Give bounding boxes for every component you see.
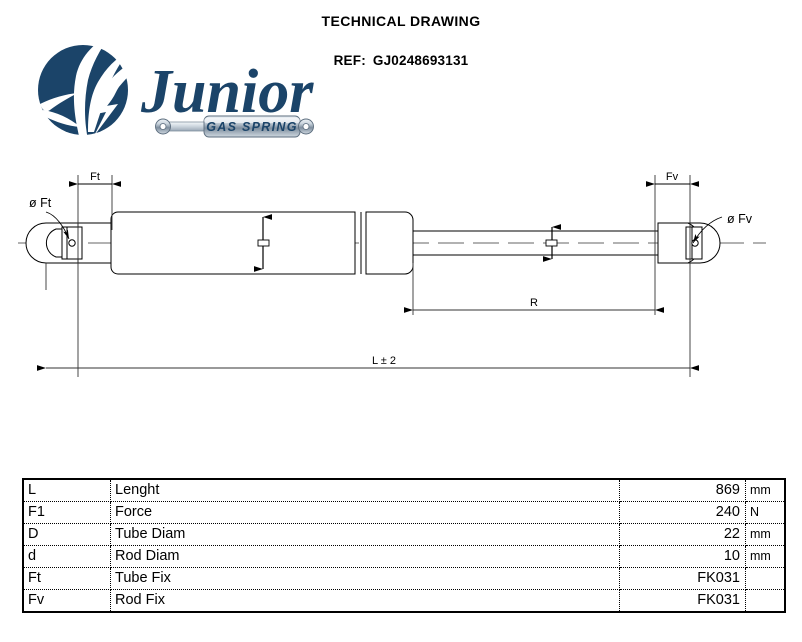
row-unit: mm	[745, 545, 785, 568]
reference-line: REF: GJ0248693131	[0, 53, 802, 68]
stroke-dimension-label: R	[530, 297, 538, 309]
row-symbol: D	[23, 523, 111, 546]
row-value: FK031	[619, 567, 746, 590]
pressure-tube	[110, 211, 414, 275]
row-unit: mm	[745, 523, 785, 546]
junior-gas-spring-logo: Junior GAS SPRING	[38, 35, 314, 140]
tube-fix-diameter-label: ø Ft	[29, 196, 52, 210]
rod-end-fitting	[657, 222, 721, 264]
row-description: Tube Diam	[110, 523, 620, 546]
rod-fix-dimension-label: Fv	[666, 171, 679, 183]
gas-spring-drawing: Ft Fv ø Ft ø Fv R L ± 2	[18, 171, 766, 377]
row-value: FK031	[619, 589, 746, 612]
tube-diameter-dimension	[254, 214, 272, 272]
row-symbol: L	[23, 479, 111, 502]
row-description: Force	[110, 501, 620, 524]
row-description: Lenght	[110, 479, 620, 502]
winged-circle-emblem-icon	[38, 35, 140, 140]
row-description: Rod Fix	[110, 589, 620, 612]
row-unit: N	[745, 501, 785, 524]
tube-fix-dimension-label: Ft	[90, 171, 100, 183]
reference-value: GJ0248693131	[372, 53, 469, 68]
row-unit	[746, 590, 786, 613]
page-title: TECHNICAL DRAWING	[321, 13, 481, 29]
rod-diameter-dimension	[543, 224, 561, 262]
length-dimension-label: L ± 2	[372, 355, 396, 367]
row-description: Rod Diam	[110, 545, 620, 568]
gas-spring-graphic-icon: GAS SPRING	[155, 115, 314, 138]
row-symbol: Fv	[23, 589, 111, 612]
row-symbol: F1	[23, 501, 111, 524]
row-value: 240	[619, 501, 746, 524]
row-value: 869	[619, 479, 746, 502]
row-symbol: d	[23, 545, 111, 568]
reference-label: REF:	[333, 53, 366, 68]
logo-brand-text: Junior	[140, 58, 314, 126]
extension-lines	[45, 175, 691, 377]
row-unit: mm	[745, 479, 785, 502]
row-unit	[745, 567, 785, 590]
rod-fix-diameter-label: ø Fv	[727, 212, 753, 226]
row-symbol: Ft	[23, 567, 111, 590]
diameter-leader-lines	[45, 211, 723, 244]
row-value: 10	[619, 545, 746, 568]
piston-rod	[413, 230, 660, 256]
row-value: 22	[619, 523, 746, 546]
logo-tagline-text: GAS SPRING	[206, 120, 298, 134]
row-description: Tube Fix	[110, 567, 620, 590]
